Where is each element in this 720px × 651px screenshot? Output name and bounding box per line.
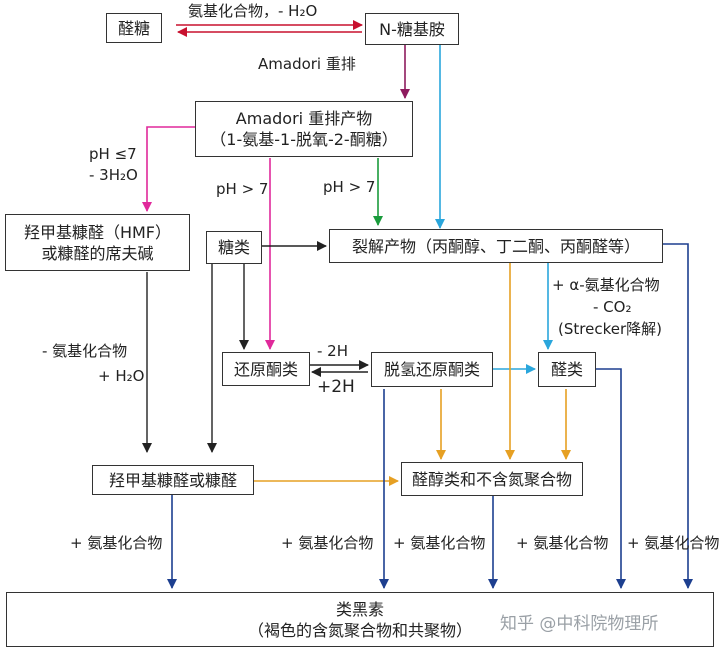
label-strecker: (Strecker降解) <box>558 320 662 338</box>
label-plus-amino-strecker: + α-氨基化合物 <box>552 276 660 294</box>
node-sugars: 糖类 <box>206 231 262 264</box>
node-amadori-line1: Amadori 重排产物 <box>235 109 373 128</box>
node-reductones: 还原酮类 <box>222 352 310 386</box>
label-plus-amino-5: + 氨基化合物 <box>627 534 720 552</box>
node-hmf-line1: 羟甲基糠醛（HMF） <box>23 222 172 242</box>
label-plus-2h: +2H <box>317 377 355 397</box>
node-glycosylamine: N-糖基胺 <box>365 13 459 45</box>
label-ph-gt7-a: pH > 7 <box>216 180 269 198</box>
arrow-fission-to-melanoidins <box>663 243 693 589</box>
label-plus-amino-3: + 氨基化合物 <box>393 534 486 552</box>
label-ph-le7: pH ≤7 <box>89 145 137 163</box>
node-reductones-label: 还原酮类 <box>233 359 298 379</box>
node-aldols-label: 醛醇类和不含氮聚合物 <box>411 469 572 489</box>
label-minus-amino: - 氨基化合物 <box>42 342 128 360</box>
label-plus-amino-1: + 氨基化合物 <box>70 534 163 552</box>
node-melanoidins: 类黑素 （褐色的含氮聚合物和共聚物） <box>6 592 714 647</box>
label-minus-3h2o: - 3H₂O <box>89 166 138 184</box>
node-hmf-furfural-label: 羟甲基糠醛或糠醛 <box>108 470 237 490</box>
watermark: 知乎 @中科院物理所 <box>500 614 659 634</box>
label-amadori-rearrangement: Amadori 重排 <box>258 55 356 73</box>
label-plus-amino-2: + 氨基化合物 <box>281 534 374 552</box>
node-amadori-line2: （1-氨基-1-脱氧-2-酮糖） <box>210 130 398 149</box>
node-hmf-furfural: 羟甲基糠醛或糠醛 <box>92 465 254 495</box>
label-top-reaction: 氨基化合物，- H₂O <box>188 2 318 20</box>
node-hmf-schiff: 羟甲基糠醛（HMF） 或糠醛的席夫碱 <box>5 214 190 271</box>
node-dehydro-label: 脱氢还原酮类 <box>383 360 480 379</box>
node-aldose: 醛糖 <box>106 13 162 43</box>
node-aldehydes: 醛类 <box>538 352 596 387</box>
node-glycosylamine-label: N-糖基胺 <box>379 19 445 39</box>
arrow-aldehydes-to-melanoidins <box>596 368 626 589</box>
label-plus-amino-4: + 氨基化合物 <box>516 534 609 552</box>
node-amadori-product: Amadori 重排产物 （1-氨基-1-脱氧-2-酮糖） <box>195 101 413 157</box>
node-fission-label: 裂解产物（丙酮醇、丁二酮、丙酮醛等） <box>351 236 640 256</box>
node-melanoidins-line1: 类黑素 <box>335 599 384 619</box>
node-hmf-line2: 或糠醛的席夫碱 <box>41 243 154 263</box>
node-melanoidins-line2: （褐色的含氮聚合物和共聚物） <box>247 620 472 640</box>
node-aldehydes-label: 醛类 <box>550 360 583 379</box>
label-ph-gt7-b: pH > 7 <box>323 178 376 196</box>
label-minus-co2: - CO₂ <box>593 298 632 316</box>
node-dehydroreductones: 脱氢还原酮类 <box>371 352 493 387</box>
label-minus-2h: - 2H <box>317 342 349 360</box>
node-sugars-label: 糖类 <box>217 238 250 257</box>
node-aldols: 醛醇类和不含氮聚合物 <box>401 462 583 496</box>
arrow-amadori-to-hmf <box>142 126 195 212</box>
label-plus-h2o: + H₂O <box>98 367 145 385</box>
node-aldose-label: 醛糖 <box>117 18 150 38</box>
node-fission-products: 裂解产物（丙酮醇、丁二酮、丙酮醛等） <box>329 229 663 263</box>
